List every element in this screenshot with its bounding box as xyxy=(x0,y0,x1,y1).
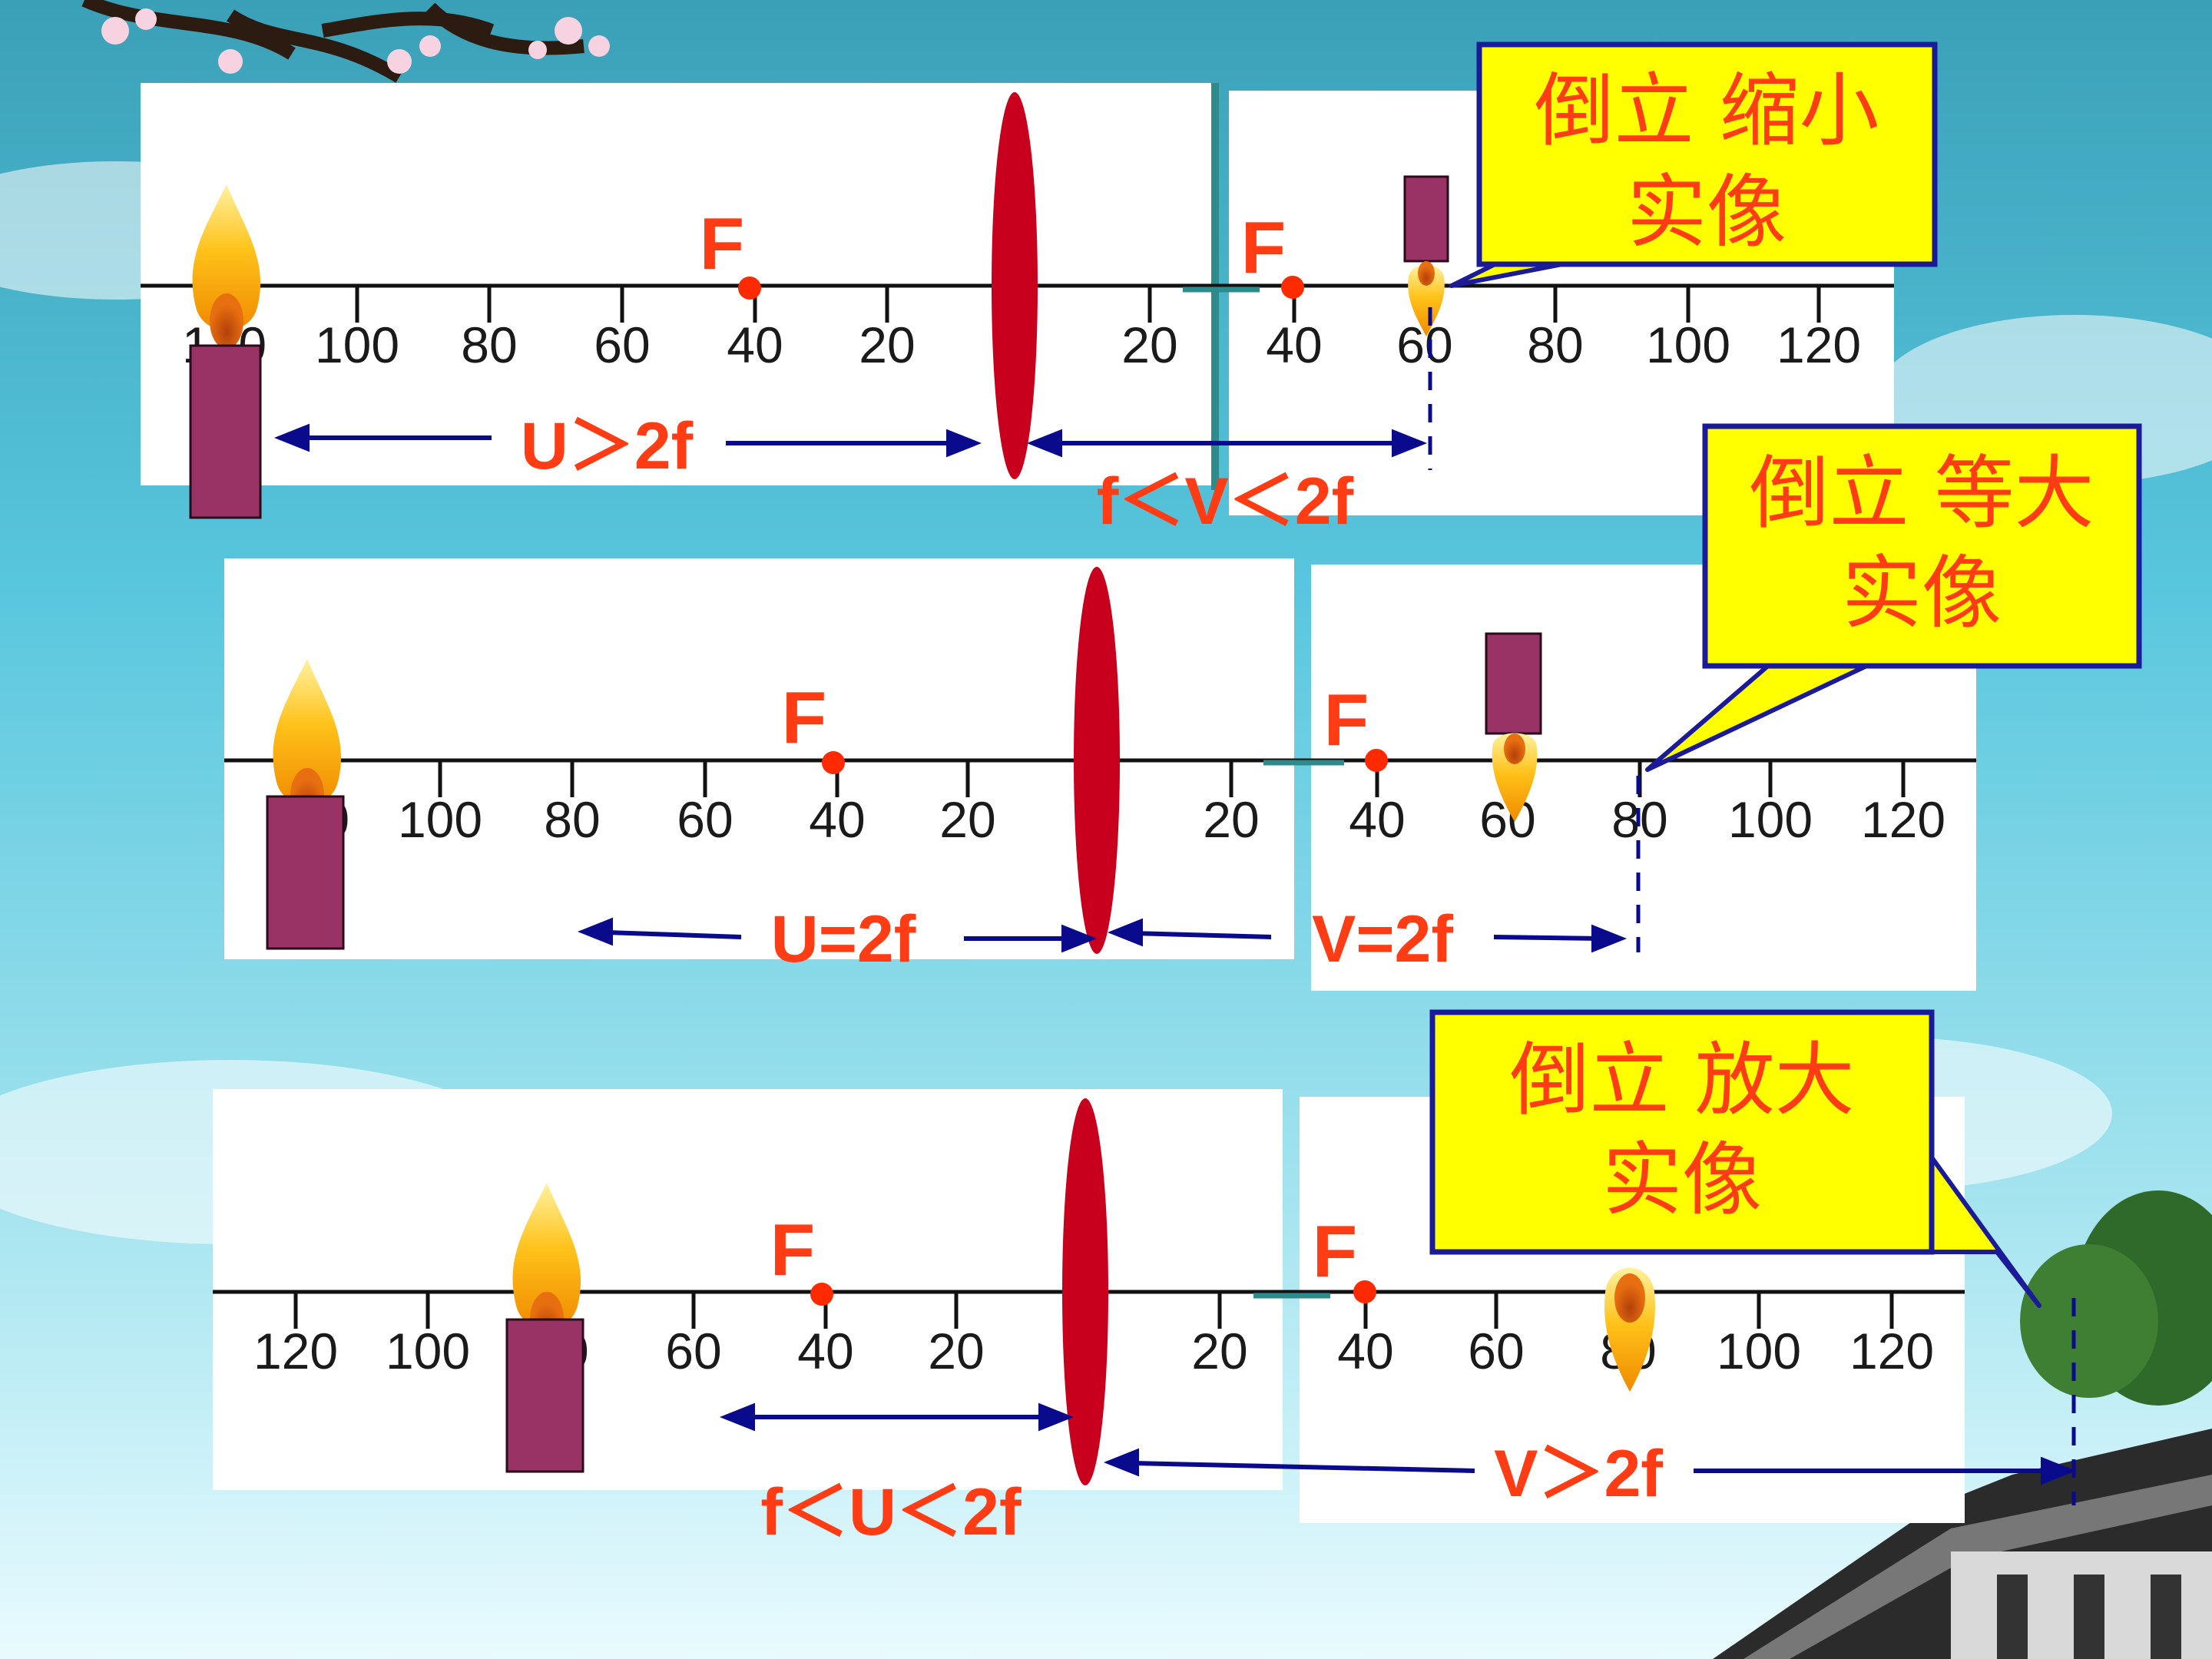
panel-left-board xyxy=(213,1089,1283,1490)
tick-label: 60 xyxy=(594,316,650,373)
tick-label: 80 xyxy=(1527,316,1583,373)
convex-lens xyxy=(1062,1098,1108,1485)
left-tick-labels: 100 80 60 40 20 120 xyxy=(182,316,916,373)
tick-label: 40 xyxy=(809,791,865,848)
inverted-flame-icon xyxy=(1604,1267,1655,1392)
object-distance-arrow xyxy=(577,917,1098,953)
tick-label: 40 xyxy=(797,1323,853,1379)
right-tick-labels: 20 40 60 80 100 120 xyxy=(1121,316,1861,373)
tick-label: 100 xyxy=(1646,316,1730,373)
image-distance-arrow xyxy=(1026,429,1428,458)
inverted-candle-icon xyxy=(1403,175,1449,336)
building-roof-decoration xyxy=(1713,1429,2212,1659)
right-focal-point xyxy=(1365,749,1388,772)
object-distance-label: U=2f xyxy=(771,902,916,976)
right-focus-label: F xyxy=(1241,207,1286,289)
tick-label: 100 xyxy=(1728,791,1813,848)
tick-label: 120 xyxy=(1861,791,1945,848)
object-distance-label: f＜U＜2f xyxy=(760,1475,1022,1549)
tick-label: 60 xyxy=(1468,1323,1524,1379)
left-focus-label: F xyxy=(770,1209,816,1291)
tick-label: 100 xyxy=(1717,1323,1801,1379)
left-focus-label: F xyxy=(782,677,827,759)
tick-label: 20 xyxy=(1203,791,1259,848)
callout-line-2: 实像 xyxy=(1602,1133,1762,1227)
left-focal-point xyxy=(822,751,845,774)
callout-box: 倒立 缩小 实像 xyxy=(1449,41,1938,288)
tick-label: 60 xyxy=(665,1323,721,1379)
convex-lens xyxy=(1074,567,1120,954)
tick-label: 120 xyxy=(253,1323,338,1379)
image-distance-label: f＜V＜2f xyxy=(1097,465,1354,538)
tick-label: 20 xyxy=(928,1323,984,1379)
image-distance-arrow xyxy=(1103,1448,2077,1485)
left-focus-label: F xyxy=(700,203,745,285)
tick-label: 80 xyxy=(544,791,600,848)
tick-label: 100 xyxy=(398,791,482,848)
tick-label: 120 xyxy=(1849,1323,1934,1379)
tick-label: 40 xyxy=(1349,791,1405,848)
convex-lens xyxy=(992,92,1038,479)
callout-line-2: 实像 xyxy=(1627,165,1786,259)
tick-label: 100 xyxy=(386,1323,470,1379)
tick-label: 20 xyxy=(1191,1323,1247,1379)
callout-line-2: 实像 xyxy=(1842,546,2002,640)
candle-icon xyxy=(505,1183,584,1473)
tick-label: 100 xyxy=(315,316,399,373)
panel-case-2: 100 80 60 40 20 120 20 40 60 80 100 120 … xyxy=(224,423,2142,991)
candle-icon xyxy=(266,659,345,950)
image-distance-label: V=2f xyxy=(1312,902,1453,976)
image-distance-arrow xyxy=(1107,918,1628,953)
callout-line-1: 倒立 等大 xyxy=(1749,446,2094,540)
tick-label: 40 xyxy=(1337,1323,1393,1379)
tick-label: 40 xyxy=(1266,316,1322,373)
right-tick-labels: 20 40 60 80 100 120 xyxy=(1203,791,1945,848)
right-focus-label: F xyxy=(1324,679,1369,761)
callout-box: 倒立 等大 实像 xyxy=(1645,423,2142,772)
tick-label: 20 xyxy=(1121,316,1177,373)
left-focal-point xyxy=(810,1283,833,1306)
right-focus-label: F xyxy=(1313,1210,1358,1293)
candle-icon xyxy=(189,184,262,519)
blossom-branch-decoration xyxy=(81,0,610,83)
left-focal-point xyxy=(738,276,761,300)
object-distance-label: U＞2f xyxy=(521,409,694,483)
callout-line-1: 倒立 放大 xyxy=(1509,1033,1854,1127)
image-distance-label: V＞2f xyxy=(1494,1437,1663,1511)
callout-line-1: 倒立 缩小 xyxy=(1534,64,1879,157)
tick-label: 60 xyxy=(677,791,733,848)
right-focal-point xyxy=(1353,1280,1376,1303)
panel-case-3: 120 100 60 40 20 80 20 40 60 80 100 120 … xyxy=(213,1009,2077,1549)
object-distance-arrow xyxy=(719,1402,1075,1432)
inverted-candle-icon xyxy=(1485,632,1542,822)
tick-label: 20 xyxy=(939,791,995,848)
tick-label: 20 xyxy=(859,316,915,373)
tree-decoration xyxy=(2020,1190,2212,1406)
tick-label: 80 xyxy=(461,316,517,373)
object-distance-arrow xyxy=(273,423,982,458)
tick-label: 120 xyxy=(1777,316,1861,373)
right-focal-point xyxy=(1281,276,1304,299)
panel-case-1: 100 80 60 40 20 120 20 40 60 80 100 120 … xyxy=(141,41,1938,538)
callout-box: 倒立 放大 实像 xyxy=(1429,1009,2041,1308)
tick-label: 40 xyxy=(727,316,783,373)
